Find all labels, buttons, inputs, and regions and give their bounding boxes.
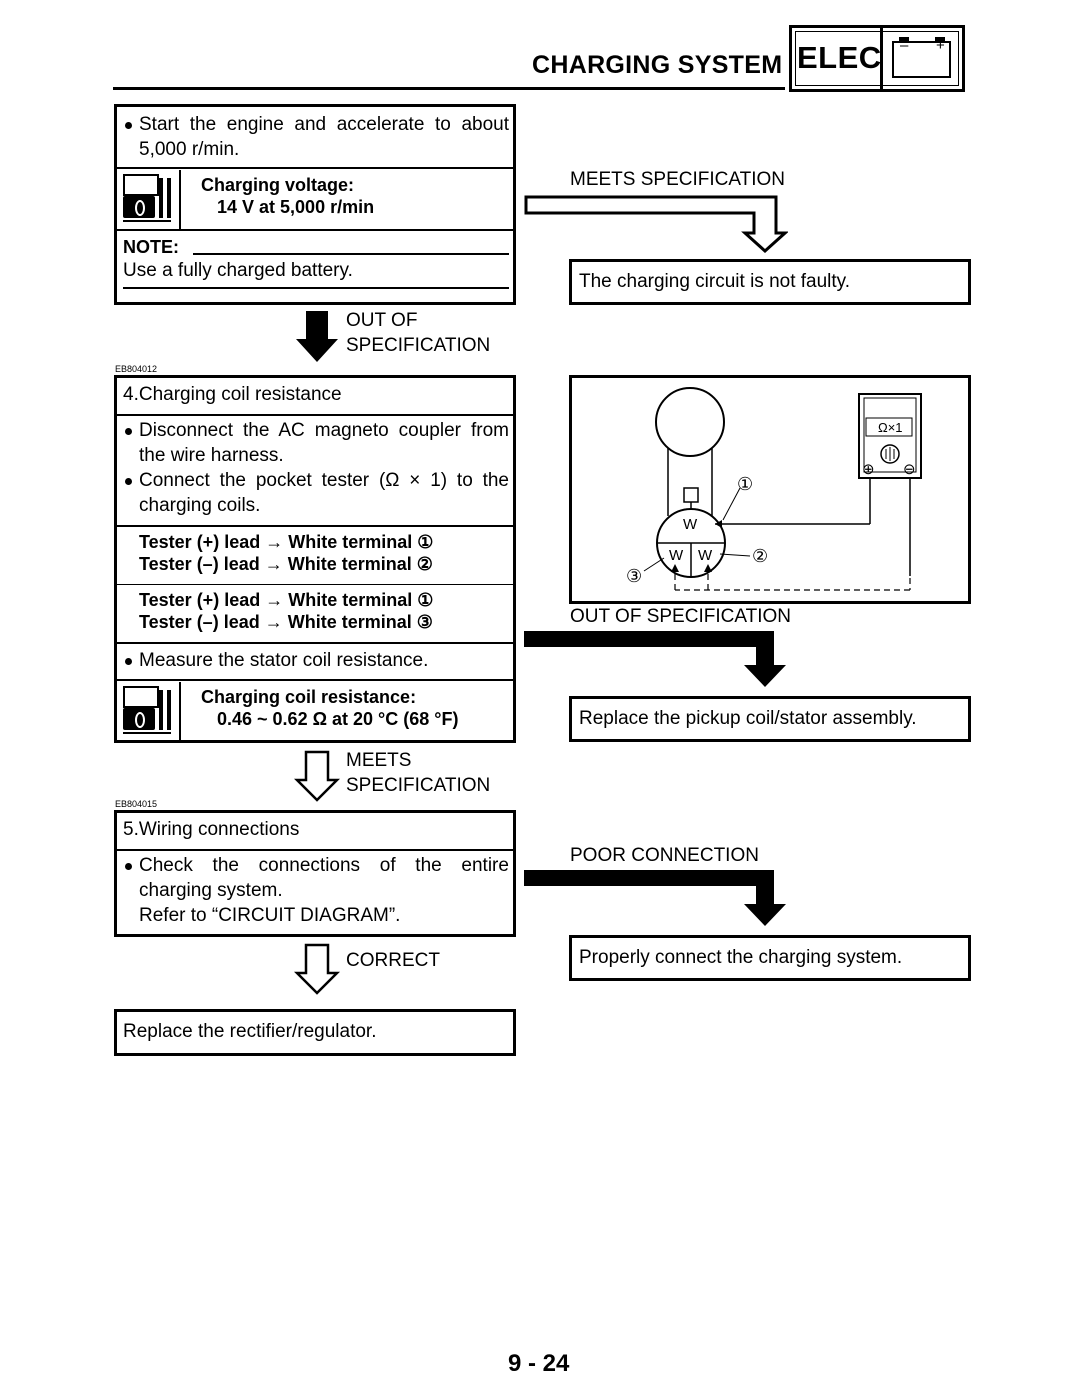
- code-eb804015: EB804015: [115, 799, 158, 809]
- page-title: CHARGING SYSTEM: [532, 51, 783, 79]
- battery-icon: – +: [892, 37, 951, 78]
- tester-pair1: Tester (+) lead → White terminal ① Teste…: [139, 532, 434, 574]
- out-of-spec-label-1: OUT OF SPECIFICATION: [346, 310, 491, 356]
- terminal-w-right: W: [698, 547, 713, 564]
- wiring-diagram-box: Ω×1 ⊕ ⊖ W W W ① ② ③: [569, 375, 971, 604]
- step3-instruction-cont: 5,000 r/min.: [139, 139, 240, 160]
- step5-bullet: Check the connections of the entire: [125, 853, 509, 878]
- elec-label: ELEC: [797, 40, 882, 75]
- meter-plus-terminal-icon: ⊕: [862, 461, 875, 478]
- result-replace-stator-text: Replace the pickup coil/stator assembly.: [579, 708, 917, 729]
- correct-label: CORRECT: [346, 950, 440, 971]
- step4-bullet2: Connect the pocket tester (Ω × 1) to the: [125, 468, 509, 493]
- hollow-arrow-down-1: [294, 750, 340, 802]
- callout-1: ①: [737, 474, 754, 494]
- solid-arrow-right-down-2: [524, 870, 786, 926]
- callout-2: ②: [752, 546, 769, 566]
- result-connect-text: Properly connect the charging system.: [579, 947, 903, 968]
- final-rectifier-text: Replace the rectifier/regulator.: [123, 1021, 377, 1042]
- step5-refer-text: Refer to “CIRCUIT DIAGRAM”.: [139, 905, 401, 926]
- out-of-spec-label-right: OUT OF SPECIFICATION: [570, 606, 791, 627]
- step3-box: Start the engine and accelerate to about…: [114, 104, 516, 305]
- step3-instruction: Start the engine and accelerate to about: [125, 112, 509, 137]
- result-not-faulty-text: The charging circuit is not faulty.: [579, 271, 851, 292]
- stator-tester-diagram: [643, 387, 922, 591]
- header-rule: [113, 87, 785, 90]
- step4-title: 4.Charging coil resistance: [123, 384, 342, 405]
- hollow-arrow-right-down: [524, 195, 788, 253]
- solid-arrow-right-down-1: [524, 631, 786, 687]
- terminal-w-left: W: [669, 547, 684, 564]
- step4-bullet1: Disconnect the AC magneto coupler from: [125, 418, 509, 443]
- step4-bullet3: Measure the stator coil resistance.: [125, 648, 428, 673]
- charging-voltage-value: 14 V at 5,000 r/min: [217, 197, 375, 217]
- pocket-tester-icon-2: [119, 682, 181, 740]
- final-box-rectifier: Replace the rectifier/regulator.: [114, 1009, 516, 1056]
- elec-badge: ELEC – +: [789, 25, 965, 92]
- step5-title: 5.Wiring connections: [123, 819, 300, 840]
- battery-plus-label: +: [936, 37, 945, 54]
- charging-voltage-label: Charging voltage:: [201, 175, 355, 195]
- page-number: 9 - 24: [508, 1350, 570, 1377]
- tester-pair2: Tester (+) lead → White terminal ① Teste…: [139, 590, 434, 632]
- meter-minus-terminal-icon: ⊖: [903, 461, 916, 478]
- code-eb804012: EB804012: [115, 364, 158, 374]
- callout-3: ③: [626, 566, 643, 586]
- note-text: Use a fully charged battery.: [123, 260, 353, 281]
- terminal-w-top: W: [683, 516, 698, 533]
- step4-box: 4.Charging coil resistance Disconnect th…: [114, 375, 516, 743]
- coil-resistance-label: Charging coil resistance:: [201, 687, 417, 707]
- step4-bullet1-cont: the wire harness.: [139, 445, 284, 466]
- step5-bullet-cont: charging system.: [139, 880, 283, 901]
- meter-range-label: Ω×1: [878, 420, 903, 435]
- meets-spec-label-right: MEETS SPECIFICATION: [570, 169, 786, 190]
- result-box-not-faulty: The charging circuit is not faulty.: [569, 259, 971, 305]
- pocket-tester-icon: [119, 170, 181, 230]
- hollow-arrow-down-2: [294, 943, 340, 995]
- note-label: NOTE:: [123, 237, 179, 257]
- step5-box: 5.Wiring connections Check the connectio…: [114, 810, 516, 937]
- step4-bullet2-cont: charging coils.: [139, 495, 261, 516]
- solid-arrow-down-1: [296, 311, 338, 362]
- poor-connection-label: POOR CONNECTION: [570, 845, 759, 866]
- meets-spec-label-left: MEETS SPECIFICATION: [346, 750, 491, 796]
- battery-minus-label: –: [900, 37, 909, 54]
- result-box-replace-stator: Replace the pickup coil/stator assembly.: [569, 696, 971, 742]
- coil-resistance-value: 0.46 ~ 0.62 Ω at 20 °C (68 °F): [217, 709, 459, 729]
- result-box-connect: Properly connect the charging system.: [569, 935, 971, 981]
